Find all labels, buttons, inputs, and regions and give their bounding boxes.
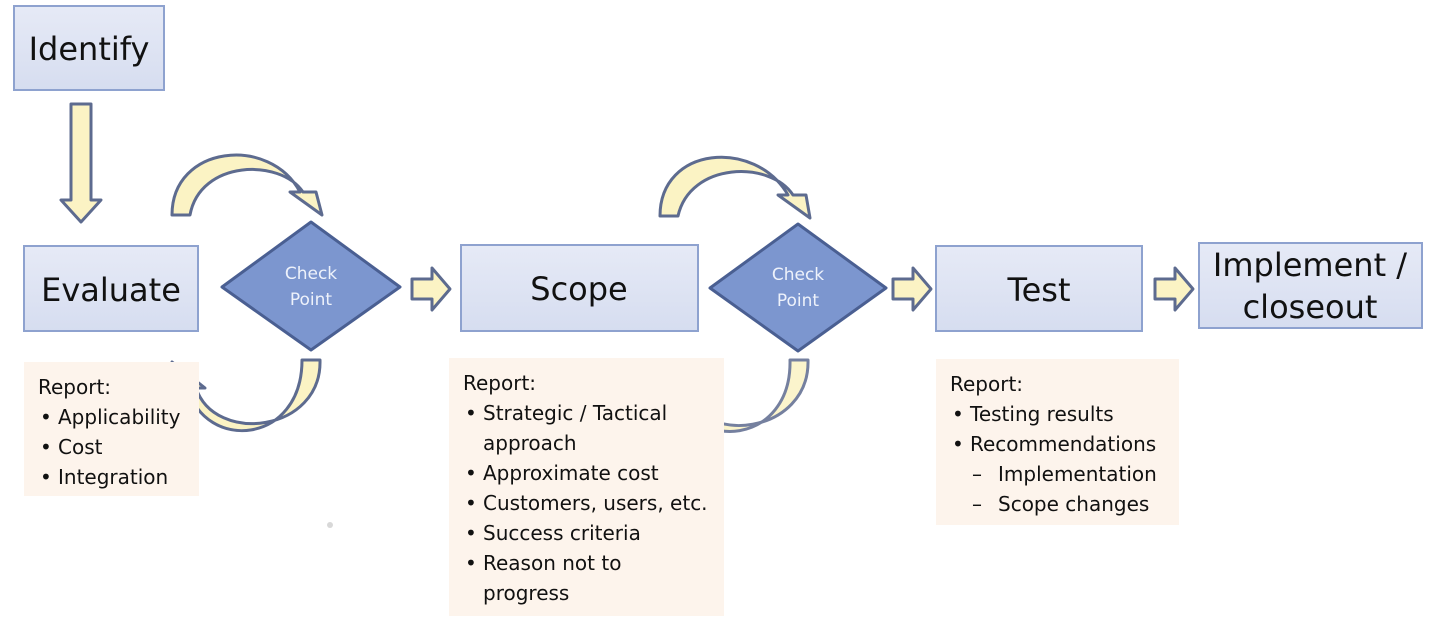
decorative-dot bbox=[327, 522, 333, 528]
list-item: Cost bbox=[38, 432, 185, 462]
identify-label: Identify bbox=[29, 30, 150, 68]
arrow-checkpoint1-to-scope bbox=[410, 266, 452, 312]
list-item: Strategic / Tactical bbox=[463, 398, 710, 428]
list-subitem: Implementation bbox=[950, 459, 1165, 489]
list-item-continuation: progress bbox=[483, 581, 570, 605]
evaluate-box bbox=[23, 245, 199, 332]
test-report-note: Report: Testing results Recommendations … bbox=[936, 359, 1179, 525]
evaluate-report-note: Report: Applicability Cost Integration bbox=[24, 362, 199, 496]
checkpoint-diamond-2 bbox=[708, 222, 888, 353]
test-report-list: Testing results Recommendations Implemen… bbox=[950, 399, 1165, 519]
scope-report-note: Report: Strategic / Tactical approach Ap… bbox=[449, 358, 724, 616]
scope-report-title: Report: bbox=[463, 371, 537, 395]
test-box bbox=[935, 245, 1143, 332]
list-item: Testing results bbox=[950, 399, 1165, 429]
scope-box bbox=[460, 244, 699, 332]
test-report-title: Report: bbox=[950, 372, 1024, 396]
checkpoint-1-label-line1: Check bbox=[285, 264, 337, 284]
scope-report-list: Strategic / Tactical approach Approximat… bbox=[463, 398, 710, 608]
implement-label-line1: Implement / bbox=[1213, 246, 1407, 284]
list-item: Integration bbox=[38, 462, 185, 492]
list-item: Approximate cost bbox=[463, 458, 710, 488]
loop-arrow-evaluate-top bbox=[170, 153, 324, 217]
loop-arrow-scope-top bbox=[658, 155, 812, 220]
list-item: Reason not to bbox=[463, 548, 710, 578]
test-label: Test bbox=[1006, 271, 1070, 309]
list-item: Recommendations bbox=[950, 429, 1165, 459]
implement-label-line2: closeout bbox=[1243, 288, 1378, 326]
scope-label: Scope bbox=[530, 270, 627, 308]
checkpoint-1-label-line2: Point bbox=[290, 290, 333, 310]
list-item: Applicability bbox=[38, 402, 185, 432]
evaluate-label: Evaluate bbox=[41, 271, 181, 309]
checkpoint-diamond-1 bbox=[220, 220, 402, 352]
list-item: Customers, users, etc. bbox=[463, 488, 710, 518]
checkpoint-2-label-line2: Point bbox=[777, 291, 820, 311]
arrow-test-to-implement bbox=[1153, 266, 1195, 312]
evaluate-report-title: Report: bbox=[38, 375, 112, 399]
checkpoint-2-label-line1: Check bbox=[772, 265, 824, 285]
arrow-identify-to-evaluate bbox=[59, 102, 103, 224]
list-subitem: Scope changes bbox=[950, 489, 1165, 519]
list-item: Success criteria bbox=[463, 518, 710, 548]
evaluate-report-list: Applicability Cost Integration bbox=[38, 402, 185, 492]
list-item-continuation: approach bbox=[483, 431, 577, 455]
identify-box bbox=[13, 5, 165, 91]
arrow-checkpoint2-to-test bbox=[891, 266, 933, 312]
implement-box bbox=[1198, 242, 1423, 329]
